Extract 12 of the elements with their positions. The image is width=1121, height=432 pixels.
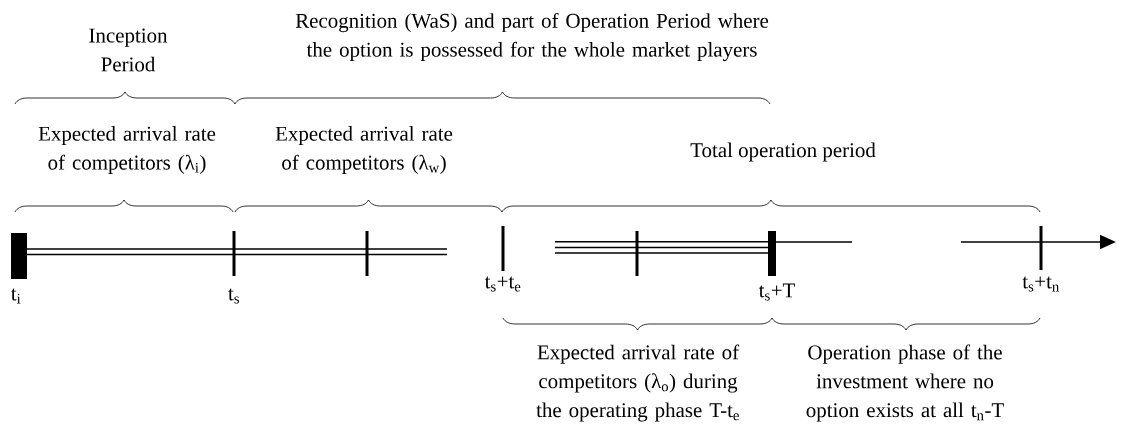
period-label: Operation phase of the investment where no option exists at all t$_{n}$-T xyxy=(806,344,1004,422)
time-label: t$_{s}$+t$_{e}$ xyxy=(484,276,521,292)
period-label: Expected arrival rate of competitors (λ$_{w}$) xyxy=(275,126,453,174)
time-label: t$_{i}$ xyxy=(11,288,21,304)
period-label: Inception Period xyxy=(89,28,168,72)
time-label: t$_{s}$ xyxy=(228,288,239,304)
period-label: Total operation period xyxy=(690,142,876,162)
period-label: Recognition (WaS) and part of Operation Period where the option is possessed for the whole market players xyxy=(295,12,769,62)
period-label: Expected arrival rate of competitors (λ$_{i}$) xyxy=(38,126,216,174)
period-label: Expected arrival rate of competitors (λ$_{o}$) during the operating phase T-t$_{e}$ xyxy=(536,344,740,422)
time-label: t$_{s}$+t$_{n}$ xyxy=(1022,276,1059,292)
time-label: t$_{s}$+T xyxy=(758,283,795,301)
